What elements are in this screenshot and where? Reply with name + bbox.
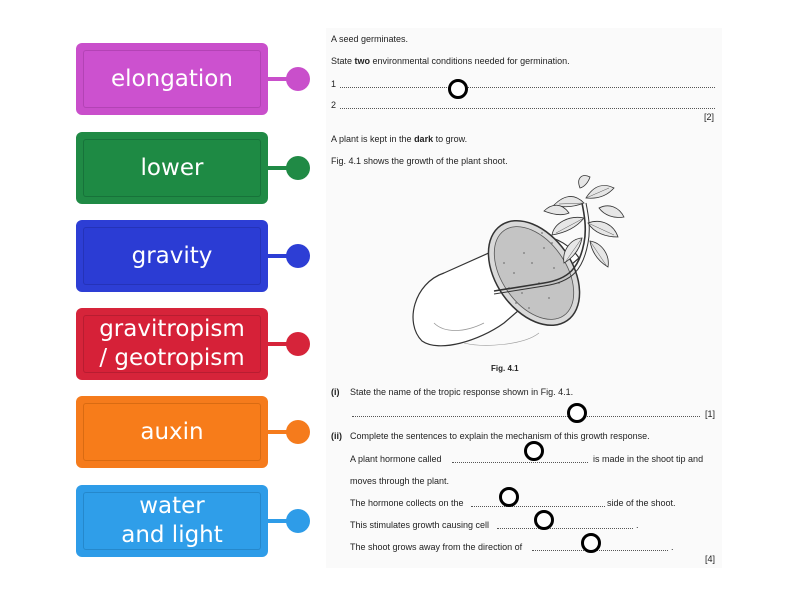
q2-intro: A plant is kept in the dark to grow.: [331, 134, 468, 144]
sentence-1-end: is made in the shoot tip and: [593, 454, 704, 464]
sentence-2-blank: [471, 506, 605, 507]
sentence-4-blank: [532, 550, 668, 551]
answer-connector: [266, 519, 294, 523]
q1-marks: [2]: [704, 112, 715, 122]
sentence-4-end: .: [671, 542, 674, 552]
answer-tile-lower[interactable]: lower: [76, 132, 268, 204]
answer-connector: [266, 77, 294, 81]
question-i-answer-line: [352, 416, 700, 417]
q1-prompt: State two environmental conditions neede…: [331, 56, 570, 66]
answer-tile-label: elongation: [83, 50, 261, 108]
answer-drag-handle[interactable]: [286, 420, 310, 444]
q1-number-1: 1: [331, 79, 337, 89]
answer-connector: [266, 166, 294, 170]
answer-drag-handle[interactable]: [286, 156, 310, 180]
answer-tile-elongation[interactable]: elongation: [76, 43, 268, 115]
answer-drag-handle[interactable]: [286, 244, 310, 268]
sentence-1-blank: [452, 462, 588, 463]
question-i-marks: [1]: [705, 409, 716, 419]
sentence-3-blank: [497, 528, 633, 529]
answer-tile-water-and-light[interactable]: water and light: [76, 485, 268, 557]
worksheet: A seed germinates. State two environment…: [326, 28, 722, 568]
sentence-2-start: The hormone collects on the: [350, 498, 464, 508]
answer-tile-label: lower: [83, 139, 261, 197]
q1-answer-line-2: [340, 108, 715, 109]
question-i-label: (i): [331, 387, 340, 397]
question-ii-text: Complete the sentences to explain the me…: [350, 431, 650, 441]
answer-drag-handle[interactable]: [286, 332, 310, 356]
answer-drag-handle[interactable]: [286, 67, 310, 91]
question-ii-marks: [4]: [705, 554, 716, 564]
answer-tile-label: gravity: [83, 227, 261, 285]
q1-intro: A seed germinates.: [331, 34, 409, 44]
plant-pot-figure: [412, 175, 625, 347]
q1-answer-line-1: [340, 87, 715, 88]
answer-tile-gravity[interactable]: gravity: [76, 220, 268, 292]
answer-drag-handle[interactable]: [286, 509, 310, 533]
question-i-text: State the name of the tropic response sh…: [350, 387, 574, 397]
drop-target-q1[interactable]: [448, 79, 468, 99]
answer-tile-gravitropism[interactable]: gravitropism / geotropism: [76, 308, 268, 380]
drop-target-tropic-response[interactable]: [567, 403, 587, 423]
answer-tile-label: gravitropism / geotropism: [83, 315, 261, 373]
sentence-3-end: .: [636, 520, 639, 530]
answer-connector: [266, 342, 294, 346]
figure-caption: Fig. 4.1: [491, 364, 519, 373]
drop-target-direction[interactable]: [581, 533, 601, 553]
drop-target-hormone[interactable]: [524, 441, 544, 461]
sentence-4-start: The shoot grows away from the direction …: [350, 542, 523, 552]
answer-tile-label: auxin: [83, 403, 261, 461]
q1-number-2: 2: [331, 100, 337, 110]
sentence-1-continued: moves through the plant.: [350, 476, 450, 486]
q2-figure-reference: Fig. 4.1 shows the growth of the plant s…: [331, 156, 508, 166]
drop-target-shoot-side[interactable]: [499, 487, 519, 507]
sentence-3-start: This stimulates growth causing cell: [350, 520, 490, 530]
answer-connector: [266, 254, 294, 258]
sentence-2-end: side of the shoot.: [607, 498, 676, 508]
drop-target-cell-growth[interactable]: [534, 510, 554, 530]
answer-tile-label: water and light: [83, 492, 261, 550]
question-ii-label: (ii): [331, 431, 342, 441]
answer-connector: [266, 430, 294, 434]
sentence-1-start: A plant hormone called: [350, 454, 442, 464]
answer-tile-auxin[interactable]: auxin: [76, 396, 268, 468]
